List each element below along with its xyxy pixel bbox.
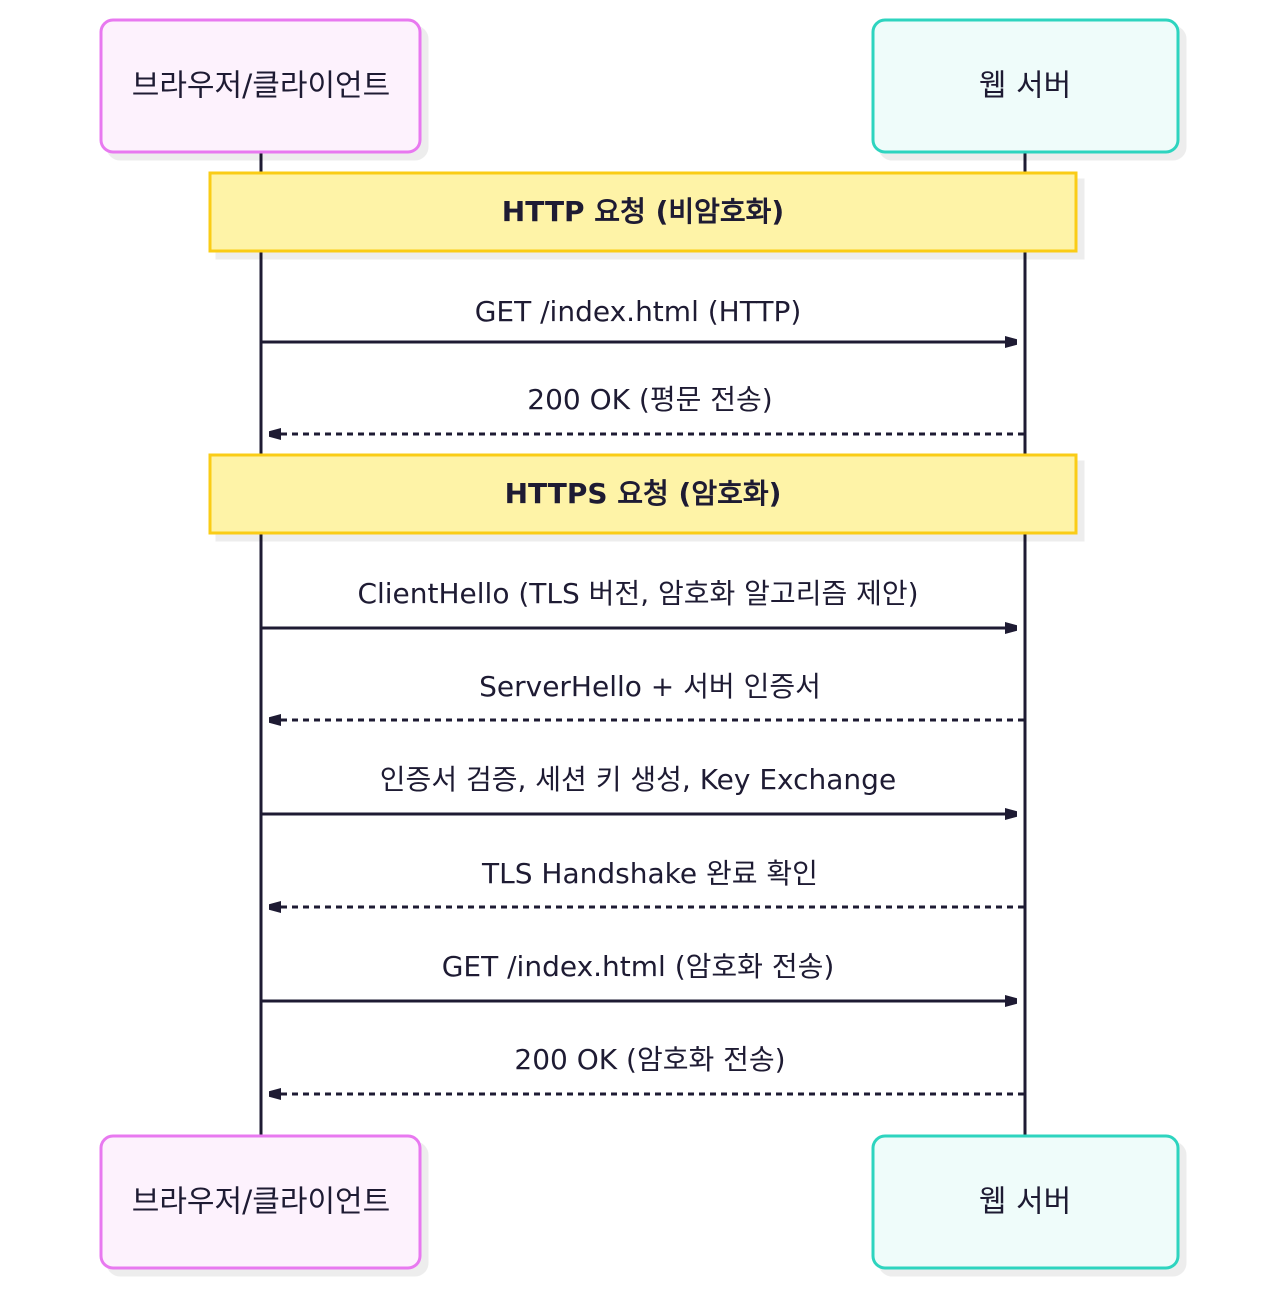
message-label: 인증서 검증, 세션 키 생성, Key Exchange: [380, 763, 896, 796]
note-http: HTTP 요청 (비암호화): [208, 171, 1078, 253]
actor-client-label: 브라우저/클라이언트: [132, 1185, 391, 1220]
message-label: 200 OK (암호화 전송): [514, 1043, 785, 1076]
actor-server-bottom[interactable]: 웹 서버: [871, 1134, 1180, 1270]
message-handshake-done: TLS Handshake 완료 확인: [270, 857, 1024, 907]
message-label: ClientHello (TLS 버전, 암호화 알고리즘 제안): [357, 577, 918, 610]
message-key-exchange: 인증서 검증, 세션 키 생성, Key Exchange: [262, 763, 1016, 814]
message-label: ServerHello + 서버 인증서: [479, 670, 821, 703]
actor-client-bottom[interactable]: 브라우저/클라이언트: [99, 1134, 422, 1270]
message-get-http: GET /index.html (HTTP): [262, 295, 1016, 342]
message-label: TLS Handshake 완료 확인: [481, 857, 818, 890]
message-server-hello: ServerHello + 서버 인증서: [270, 670, 1024, 720]
message-label: GET /index.html (HTTP): [475, 295, 802, 328]
note-http-label: HTTP 요청 (비암호화): [502, 195, 784, 228]
actor-server-top[interactable]: 웹 서버: [871, 18, 1180, 154]
message-label: 200 OK (평문 전송): [527, 383, 772, 416]
message-label: GET /index.html (암호화 전송): [442, 950, 835, 983]
actor-client-label: 브라우저/클라이언트: [132, 69, 391, 104]
message-client-hello: ClientHello (TLS 버전, 암호화 알고리즘 제안): [262, 577, 1016, 628]
note-https: HTTPS 요청 (암호화): [208, 453, 1078, 535]
message-200-encrypted: 200 OK (암호화 전송): [270, 1043, 1024, 1094]
note-https-label: HTTPS 요청 (암호화): [505, 477, 782, 510]
actor-client-top[interactable]: 브라우저/클라이언트: [99, 18, 422, 154]
message-200-plain: 200 OK (평문 전송): [270, 383, 1024, 434]
actor-server-label: 웹 서버: [979, 1185, 1071, 1220]
actor-server-label: 웹 서버: [979, 69, 1071, 104]
message-get-encrypted: GET /index.html (암호화 전송): [262, 950, 1016, 1001]
